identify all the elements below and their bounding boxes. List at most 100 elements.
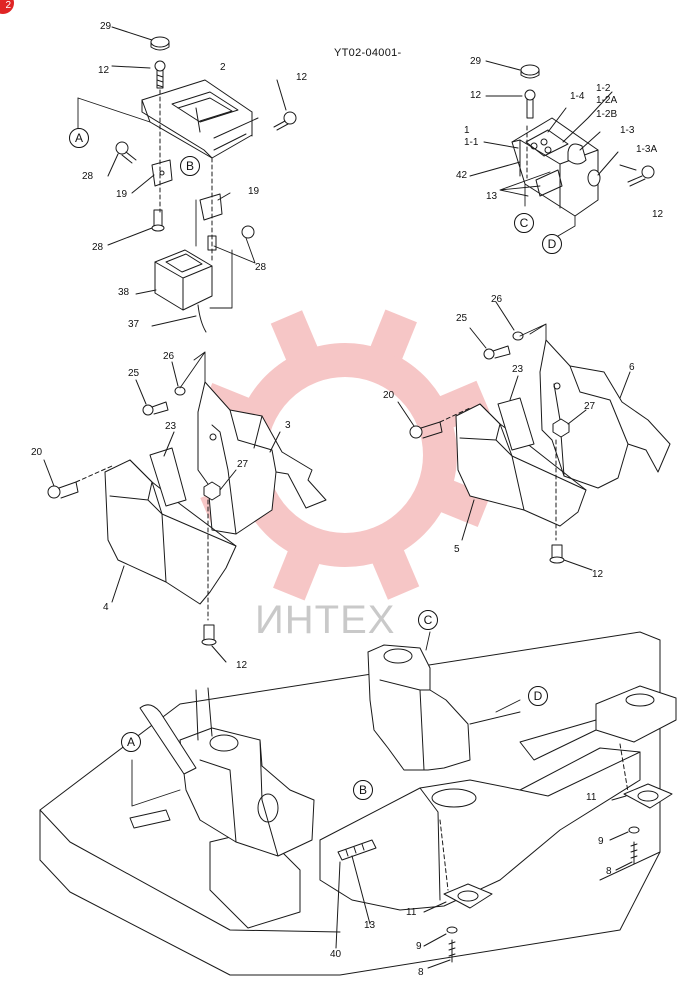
callout-12: 12	[470, 90, 482, 101]
bracket-19-a	[151, 159, 173, 187]
callout-38: 38	[118, 287, 130, 298]
callout-25: 25	[456, 313, 468, 324]
side-cover-5	[455, 403, 587, 527]
bolt-20-left	[47, 481, 79, 499]
knob-29-right	[520, 64, 540, 79]
ref-circle-d: D	[528, 686, 548, 706]
callout-1-2b: 1-2B	[596, 109, 618, 120]
callout-12: 12	[652, 209, 664, 220]
callout-42: 42	[456, 170, 468, 181]
side-cover-6	[539, 339, 671, 489]
callout-12: 12	[236, 660, 248, 671]
callout-4: 4	[103, 602, 109, 613]
bolt-12-right-b	[627, 165, 655, 187]
callout-25: 25	[128, 368, 140, 379]
callout-12: 12	[296, 72, 308, 83]
callout-20: 20	[383, 390, 395, 401]
bolt-25-right	[483, 345, 511, 360]
callout-23: 23	[512, 364, 524, 375]
ref-circle-a: A	[69, 128, 89, 148]
bolt-12-left-c	[201, 624, 217, 646]
speaker-11-b	[443, 883, 493, 909]
callout-12: 12	[592, 569, 604, 580]
callout-9: 9	[598, 836, 604, 847]
callout-1-3: 1-3	[620, 125, 635, 136]
washer-9-a	[628, 826, 640, 834]
pad-23-left	[149, 447, 187, 507]
screw-8-b	[448, 939, 456, 963]
pad-23-right	[497, 397, 535, 451]
callout-28: 28	[255, 262, 267, 273]
callout-26: 26	[163, 351, 175, 362]
page-marker-badge: 2	[0, 0, 14, 14]
knob-29-left	[150, 36, 170, 51]
callout-28: 28	[92, 242, 104, 253]
watermark-gear-tooth	[270, 310, 318, 361]
bolt-12-left-a	[154, 60, 166, 89]
callout-19: 19	[248, 186, 260, 197]
front-console-frame	[139, 687, 315, 857]
callout-2: 2	[220, 62, 226, 73]
side-cover-3	[197, 381, 327, 535]
bolt-12-right-a	[524, 89, 536, 119]
callout-11: 11	[586, 792, 597, 803]
callout-9: 9	[416, 941, 422, 952]
callout-19: 19	[116, 189, 128, 200]
ref-circle-b: B	[353, 780, 373, 800]
callout-3: 3	[285, 420, 291, 431]
callout-27: 27	[237, 459, 249, 470]
ref-circle-a: A	[121, 732, 141, 752]
callout-40: 40	[330, 949, 342, 960]
bolt-20-right	[409, 421, 443, 439]
callout-23: 23	[165, 421, 177, 432]
callout-8: 8	[606, 866, 612, 877]
bolt-12-right-c	[549, 544, 565, 564]
watermark-gear-tooth	[273, 550, 320, 601]
callout-1-2a: 1-2A	[596, 95, 618, 106]
bolt-12-left-b	[273, 111, 297, 131]
document-id: YT02-04001-	[334, 47, 402, 59]
callout-11: 11	[406, 907, 417, 918]
ref-circle-c: C	[418, 610, 438, 630]
ref-circle-c: C	[514, 213, 534, 233]
bracket-19-b	[199, 193, 223, 221]
callout-29: 29	[100, 21, 112, 32]
center-tunnel	[319, 747, 641, 911]
screw-8-a	[630, 841, 638, 865]
callout-20: 20	[31, 447, 43, 458]
callout-8: 8	[418, 967, 424, 978]
bolt-25-left	[142, 401, 169, 416]
washer-26-right	[512, 331, 524, 341]
callout-28: 28	[82, 171, 94, 182]
watermark-gear-tooth	[372, 549, 420, 600]
callout-12: 12	[98, 65, 110, 76]
callout-1-1: 1-1	[464, 137, 479, 148]
washer-9-b	[446, 926, 458, 934]
console-cover-left	[141, 79, 253, 159]
callout-27: 27	[584, 401, 596, 412]
watermark-gear-tooth	[370, 309, 417, 360]
ref-circle-d: D	[542, 234, 562, 254]
nut-27-right	[552, 418, 570, 438]
callout-29: 29	[470, 56, 482, 67]
callout-37: 37	[128, 319, 140, 330]
ref-circle-b: B	[180, 156, 200, 176]
rear-console-frame	[367, 644, 521, 771]
right-frame-rail	[519, 685, 677, 761]
washer-26-left	[174, 386, 186, 396]
watermark-text: ИНТЕХ	[255, 598, 396, 642]
screw-28-a	[115, 141, 137, 164]
nut-27-left	[203, 481, 221, 501]
callout-5: 5	[454, 544, 460, 555]
callout-1-2: 1-2	[596, 83, 611, 94]
switch-box-38	[154, 249, 213, 333]
callout-1: 1	[464, 125, 470, 136]
switch-strip-40	[337, 839, 377, 861]
screw-28-b	[151, 209, 165, 232]
callout-1-3a: 1-3A	[636, 144, 658, 155]
callout-26: 26	[491, 294, 503, 305]
callout-1-4: 1-4	[570, 91, 585, 102]
callout-13: 13	[364, 920, 376, 931]
